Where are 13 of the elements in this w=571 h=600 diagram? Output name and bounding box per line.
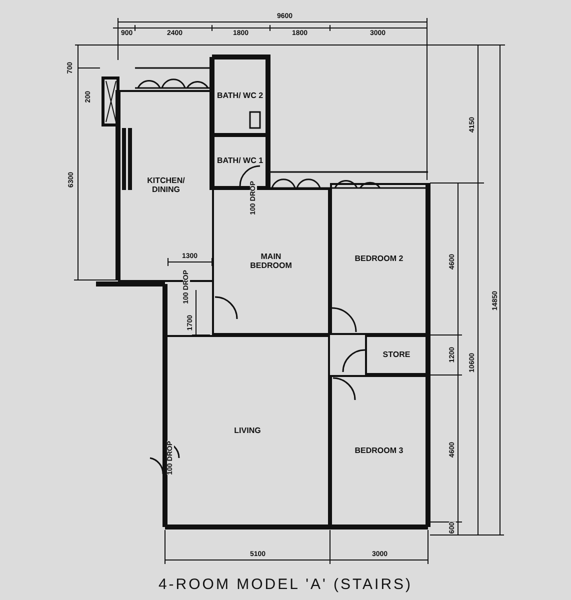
room-label: BATH/ WC 1 (216, 157, 264, 166)
room-outline (330, 183, 428, 335)
room-outline (330, 375, 428, 527)
room-label: BEDROOM 2 (354, 254, 404, 264)
room-label: MAIN BEDROOM (249, 252, 293, 270)
room-label: STORE (382, 350, 410, 360)
room-label: LIVING (234, 426, 261, 436)
room-label: BEDROOM 3 (354, 446, 404, 456)
room-label: BATH/ WC 2 (216, 92, 264, 100)
room-outline (165, 335, 330, 527)
plan-title: 4-ROOM MODEL 'A' (STAIRS) (157, 576, 414, 593)
room-outline (365, 335, 428, 375)
room-label: KITCHEN/ DINING (146, 177, 186, 195)
